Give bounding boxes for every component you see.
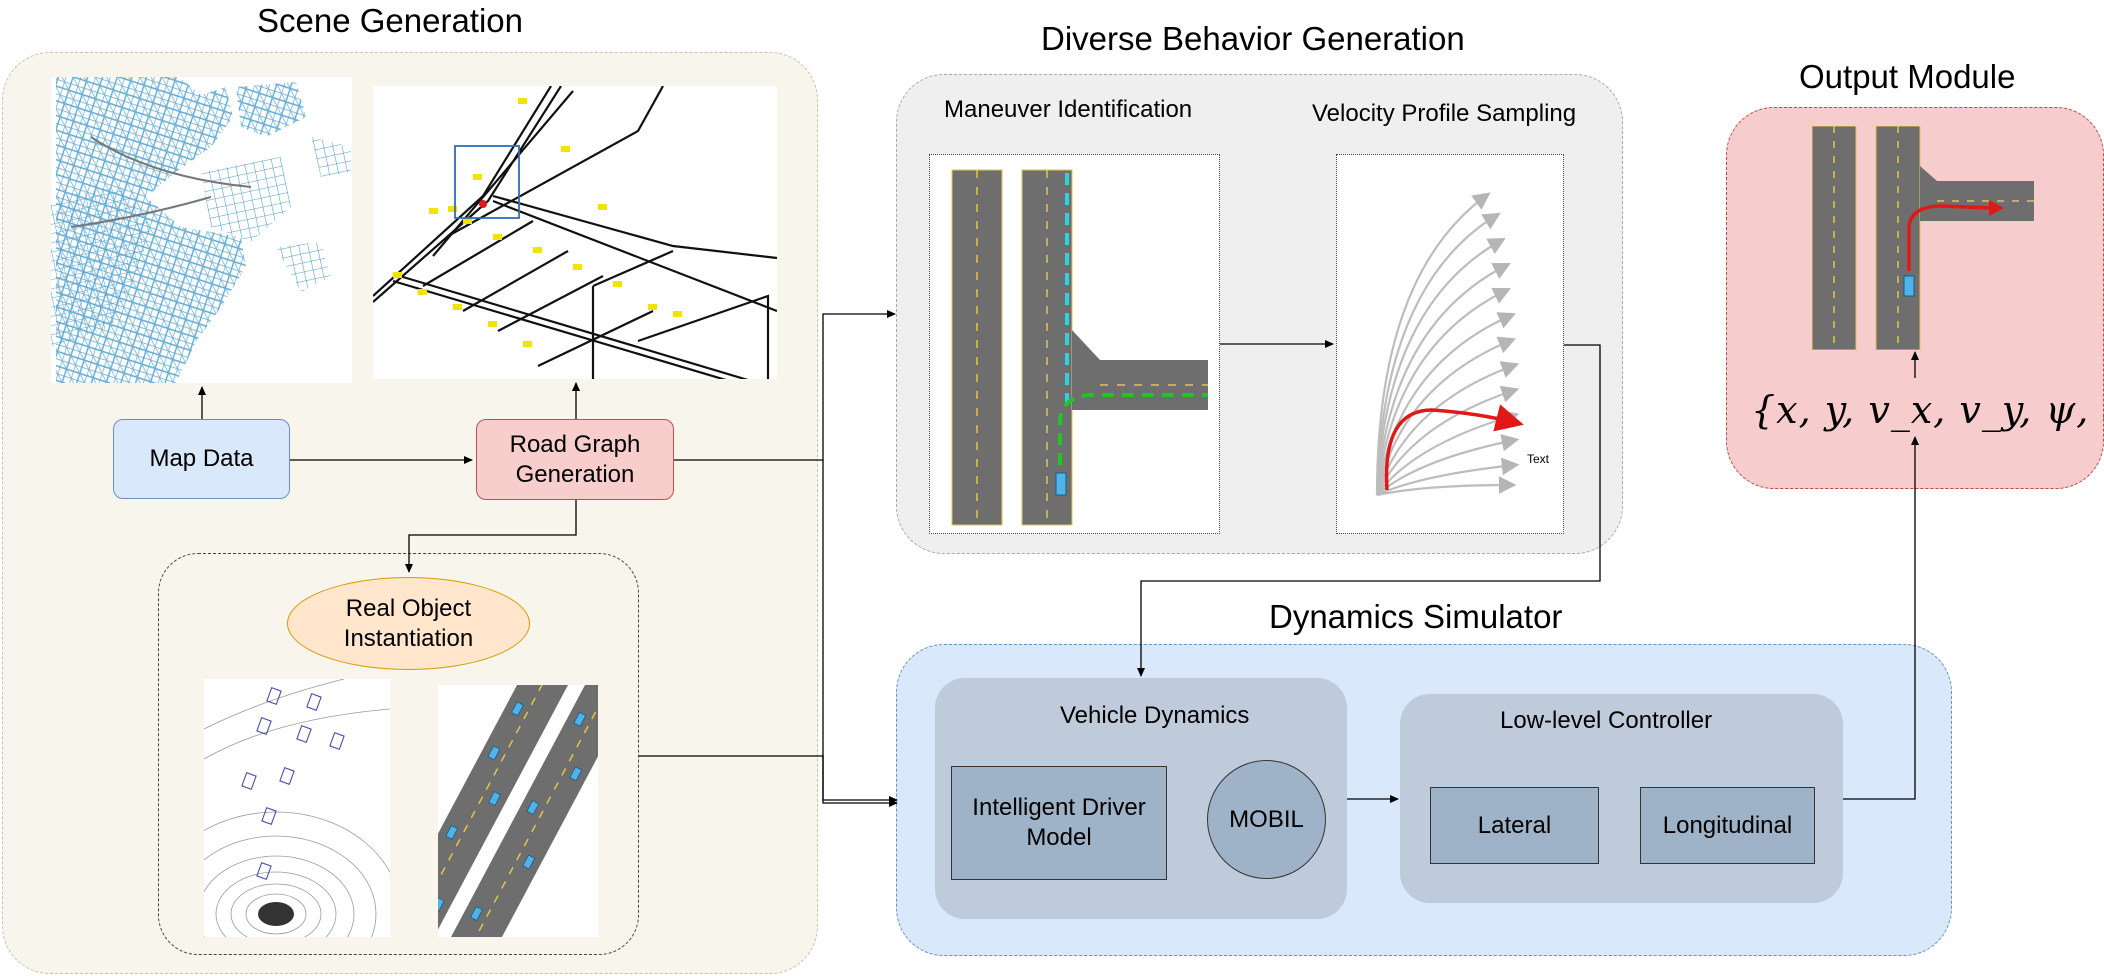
maneuver-identification-label: Maneuver Identification	[944, 96, 1193, 123]
scene-generation-title: Scene Generation	[257, 2, 524, 39]
dynamics-simulator-title: Dynamics Simulator	[1269, 598, 1563, 635]
road-graph-generation-box[interactable]: Road Graph Generation	[476, 419, 674, 500]
intelligent-driver-model-box[interactable]: Intelligent Driver Model	[951, 766, 1167, 880]
state-vector-text: {x, y, v_x, v_y, ψ, a, φ}	[1751, 388, 2104, 432]
velocity-profile-image: Text	[1336, 154, 1564, 534]
road-to-dynamics-arrow	[822, 460, 898, 804]
city-map-image	[51, 77, 352, 383]
longitudinal-box[interactable]: Longitudinal	[1640, 787, 1815, 864]
instantiated-road-image	[438, 685, 598, 937]
real-object-instantiation-ellipse[interactable]: Real Object Instantiation	[287, 577, 530, 670]
output-trajectory-image	[1812, 126, 2034, 350]
real-object-group	[158, 553, 639, 955]
mobil-circle[interactable]: MOBIL	[1207, 760, 1326, 879]
maneuver-identification-image	[929, 154, 1220, 534]
map-data-box[interactable]: Map Data	[113, 419, 290, 499]
road-graph-image	[373, 86, 777, 379]
text-tag: Text	[1527, 452, 1550, 466]
low-level-controller-label: Low-level Controller	[1500, 707, 1713, 734]
behavior-generation-title: Diverse Behavior Generation	[1041, 20, 1465, 57]
lateral-box[interactable]: Lateral	[1430, 787, 1599, 864]
output-module-title: Output Module	[1799, 58, 2016, 95]
velocity-profile-sampling-label: Velocity Profile Sampling	[1312, 100, 1577, 127]
lidar-point-cloud-image	[204, 679, 390, 937]
state-vector-formula: {x, y, v_x, v_y, ψ, a, φ}	[1751, 388, 2104, 432]
vehicle-dynamics-label: Vehicle Dynamics	[1060, 702, 1250, 729]
